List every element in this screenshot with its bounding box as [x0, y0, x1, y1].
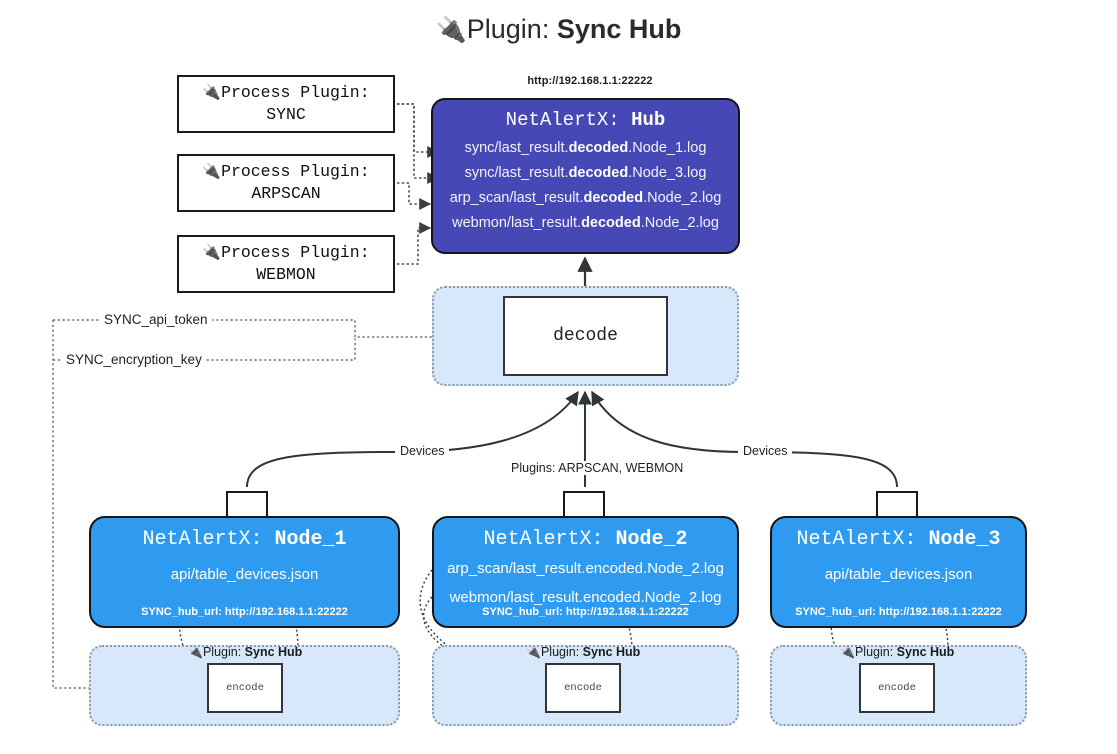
node-file: arp_scan/last_result.encoded.Node_2.log [447, 560, 724, 577]
process-plugin-label: Process Plugin: [221, 242, 370, 262]
page-title-prefix: Plugin: [466, 14, 557, 44]
node-file: api/table_devices.json [824, 566, 973, 583]
log-pre: arp_scan/last_result. [449, 189, 584, 206]
process-plugin-label: Process Plugin: [221, 82, 370, 102]
node-title-name: Node_3 [928, 528, 1001, 551]
node-title: NetAlertX: Node_1 [91, 528, 398, 551]
node-hub-url: SYNC_hub_url: http://192.168.1.1:22222 [141, 606, 348, 618]
process-plugin-sync-box[interactable]: 🔌Process Plugin: SYNC [177, 75, 395, 133]
plugin-prefix: Plugin: [202, 645, 245, 659]
plug-icon: 🔌 [840, 645, 855, 659]
node-title-name: Node_2 [615, 528, 688, 551]
edge-arpscan-to-hub-log3 [397, 182, 432, 210]
log-mid: decoded [581, 214, 641, 231]
plug-icon: 🔌 [202, 242, 222, 261]
encode-box-3[interactable]: encode [859, 663, 935, 713]
hub-log-line: webmon/last_result.decoded.Node_2.log [433, 211, 738, 236]
netalertx-node-1[interactable]: NetAlertX: Node_1 api/table_devices.json… [89, 516, 400, 628]
process-plugin-label: Process Plugin: [221, 161, 370, 181]
log-mid: decoded [583, 189, 644, 206]
node-file: webmon/last_result.encoded.Node_2.log [449, 589, 722, 607]
log-pre: webmon/last_result. [452, 214, 582, 231]
hub-log-line: sync/last_result.decoded.Node_3.log [433, 161, 738, 186]
process-plugin-webmon-box[interactable]: 🔌Process Plugin: WEBMON [177, 235, 395, 293]
node-file: api/table_devices.json [170, 566, 319, 583]
encode-plugin-label-2: 🔌Plugin: Sync Hub [526, 645, 640, 659]
plug-icon: 🔌 [202, 82, 222, 101]
sync-api-token-label: SYNC_api_token [100, 312, 212, 327]
encode-box-1[interactable]: encode [207, 663, 283, 713]
edge-label-plugins: Plugins: ARPSCAN, WEBMON [506, 461, 689, 475]
edge-encryption-key-path [52, 320, 207, 694]
hub-log-line: sync/last_result.decoded.Node_1.log [433, 136, 738, 161]
sync-encryption-key-label: SYNC_encryption_key [62, 352, 206, 367]
node-title: NetAlertX: Node_2 [434, 528, 737, 551]
encode-plugin-label-1: 🔌Plugin: Sync Hub [188, 645, 302, 659]
log-pre: sync/last_result. [464, 164, 569, 181]
node-title-prefix: NetAlertX: [796, 528, 929, 551]
edge-webmon-to-hub-log4 [397, 222, 432, 265]
node-title: NetAlertX: Node_3 [772, 528, 1025, 551]
hub-title: NetAlertX: Hub [433, 109, 738, 131]
plugin-prefix: Plugin: [540, 645, 583, 659]
edge-node2-file-to-encode [419, 569, 542, 689]
edge-sync-to-hub-log1 [397, 103, 440, 158]
plug-icon: 🔌 [188, 645, 203, 659]
netalertx-node-3[interactable]: NetAlertX: Node_3 api/table_devices.json… [770, 516, 1027, 628]
log-post: .Node_2.log [643, 189, 722, 206]
plug-icon: 🔌 [526, 645, 541, 659]
hub-node[interactable]: NetAlertX: Hub sync/last_result.decoded.… [431, 98, 740, 254]
node-hub-url: SYNC_hub_url: http://192.168.1.1:22222 [795, 606, 1002, 618]
log-post: .Node_2.log [640, 214, 719, 231]
process-plugin-arpscan-box[interactable]: 🔌Process Plugin: ARPSCAN [177, 154, 395, 212]
page-title: 🔌Plugin: Sync Hub [0, 14, 1117, 45]
log-mid: decoded [568, 164, 629, 181]
hub-title-name: Hub [631, 109, 666, 131]
process-plugin-name: WEBMON [256, 265, 316, 284]
plugin-name: Sync Hub [896, 645, 955, 659]
log-pre: sync/last_result. [464, 140, 569, 156]
encode-box-2[interactable]: encode [545, 663, 621, 713]
node-title-name: Node_1 [274, 528, 347, 551]
log-mid: decoded [568, 140, 629, 156]
plug-icon: 🔌 [202, 161, 222, 180]
edge-label-devices-left: Devices [395, 444, 450, 458]
netalertx-node-2[interactable]: NetAlertX: Node_2 arp_scan/last_result.e… [432, 516, 739, 628]
log-post: .Node_1.log [628, 140, 707, 156]
node-title-prefix: NetAlertX: [483, 528, 616, 551]
plugin-prefix: Plugin: [854, 645, 897, 659]
edge-sync-to-hub-log2 [397, 103, 440, 184]
plug-icon: 🔌 [435, 16, 467, 44]
edge-label-devices-right: Devices [738, 444, 793, 458]
hub-title-prefix: NetAlertX: [505, 109, 632, 131]
hub-log-line: arp_scan/last_result.decoded.Node_2.log [433, 186, 738, 211]
encode-plugin-label-3: 🔌Plugin: Sync Hub [840, 645, 954, 659]
page-title-name: Sync Hub [556, 14, 682, 44]
process-plugin-name: ARPSCAN [251, 184, 321, 203]
process-plugin-name: SYNC [266, 105, 306, 124]
edge-encryption-key-label-line [53, 337, 356, 361]
log-post: .Node_3.log [628, 164, 707, 181]
node-title-prefix: NetAlertX: [142, 528, 275, 551]
plugin-name: Sync Hub [582, 645, 641, 659]
node-hub-url: SYNC_hub_url: http://192.168.1.1:22222 [482, 606, 689, 618]
plugin-name: Sync Hub [244, 645, 303, 659]
decode-box[interactable]: decode [503, 296, 668, 376]
hub-url-label: http://192.168.1.1:22222 [527, 75, 653, 87]
